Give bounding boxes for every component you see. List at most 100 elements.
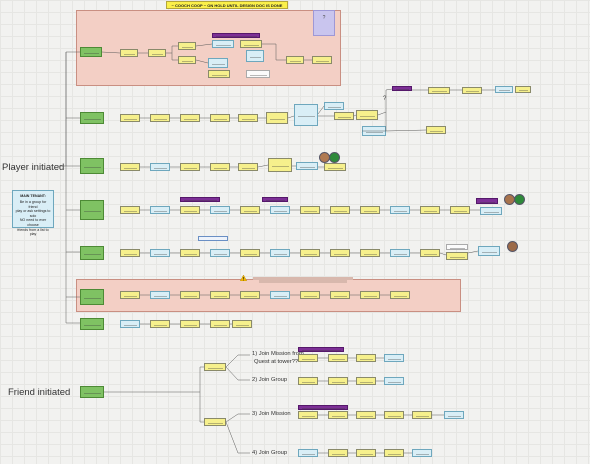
main-tenant-line: NO need to ever choose (19, 218, 47, 228)
flow-node (148, 49, 166, 57)
flow-node (330, 206, 350, 214)
flow-node (356, 110, 378, 120)
question-mark-label: ? (383, 96, 387, 102)
flow-node (266, 112, 288, 124)
flow-node (334, 112, 354, 120)
flow-node (360, 249, 380, 257)
flow-node (300, 291, 320, 299)
flow-node (286, 56, 304, 64)
flow-node (210, 320, 230, 328)
flow-node (312, 56, 332, 64)
flow-node (384, 449, 404, 457)
flow-node (180, 197, 220, 202)
flow-node (384, 354, 404, 362)
flow-node (300, 249, 320, 257)
flow-node (208, 70, 230, 78)
flow-node (150, 206, 170, 214)
flow-node (120, 320, 140, 328)
flow-node (328, 411, 348, 419)
friend-option-4: 4) Join Group (252, 450, 288, 456)
flow-node (120, 114, 140, 122)
flow-node (150, 249, 170, 257)
flow-node (246, 50, 264, 62)
flow-node (210, 114, 230, 122)
flow-node (298, 449, 318, 457)
flow-node (360, 291, 380, 299)
flow-node (80, 289, 104, 305)
flow-node (180, 320, 200, 328)
flow-node (80, 158, 104, 174)
flow-node (328, 354, 348, 362)
flow-node (150, 114, 170, 122)
flow-node (240, 40, 262, 48)
flow-node (80, 47, 102, 57)
flow-node (120, 206, 140, 214)
flow-node (328, 449, 348, 457)
warning-text (248, 276, 358, 284)
flow-node (330, 291, 350, 299)
main-tenant-line: play or ask settings to (15, 209, 51, 214)
flow-node (450, 206, 470, 214)
friend-option-1: 1) Join Mission from (252, 351, 304, 357)
flow-node (426, 126, 446, 134)
flow-node (180, 291, 200, 299)
avatar (514, 194, 525, 205)
flow-node (80, 200, 104, 220)
flow-node (270, 249, 290, 257)
main-tenant-line: friends from a list to play (17, 227, 49, 237)
flow-node (300, 206, 320, 214)
flow-node (324, 163, 346, 171)
flow-node (446, 244, 468, 250)
flow-node (428, 87, 450, 94)
flow-node (120, 49, 138, 57)
small-chip (198, 236, 228, 241)
flow-node (356, 449, 376, 457)
flow-node (270, 291, 290, 299)
flow-node (360, 206, 380, 214)
flow-node (478, 246, 500, 256)
flow-node (262, 197, 288, 202)
flow-node (120, 163, 140, 171)
flow-node (420, 206, 440, 214)
flow-node (412, 411, 432, 419)
friend-option-3: 3) Join Mission (252, 411, 291, 417)
flow-node (356, 354, 376, 362)
flow-node (444, 411, 464, 419)
flow-node (246, 70, 270, 78)
flow-node (240, 249, 260, 257)
flow-node (238, 163, 258, 171)
flow-node (296, 162, 318, 170)
flow-node (298, 354, 318, 362)
flow-node (80, 246, 104, 260)
flow-node (356, 377, 376, 385)
flow-node (238, 114, 258, 122)
friend-option-2: 2) Join Group (252, 377, 288, 383)
flow-node (180, 206, 200, 214)
flow-node (298, 347, 344, 352)
flow-node (204, 363, 226, 371)
flow-node (298, 411, 318, 419)
flow-node (384, 377, 404, 385)
player-initiated-heading: Player initiated (2, 162, 65, 173)
flow-node (515, 86, 531, 93)
main-tenant-title: MAIN TENANT: (20, 194, 46, 198)
flow-node (180, 163, 200, 171)
flow-node (150, 163, 170, 171)
flow-node (120, 291, 140, 299)
flow-node (298, 405, 348, 410)
flow-node (390, 249, 410, 257)
flow-node (178, 42, 196, 50)
flow-node (446, 252, 468, 260)
flow-node (476, 198, 498, 204)
flow-node (80, 386, 104, 398)
sticky-note: ? (313, 10, 335, 36)
flow-node (80, 112, 104, 124)
flow-node (240, 206, 260, 214)
flow-node (232, 320, 252, 328)
flow-node (294, 104, 318, 126)
flow-node (150, 291, 170, 299)
flow-node (480, 207, 502, 215)
flow-node (204, 418, 226, 426)
